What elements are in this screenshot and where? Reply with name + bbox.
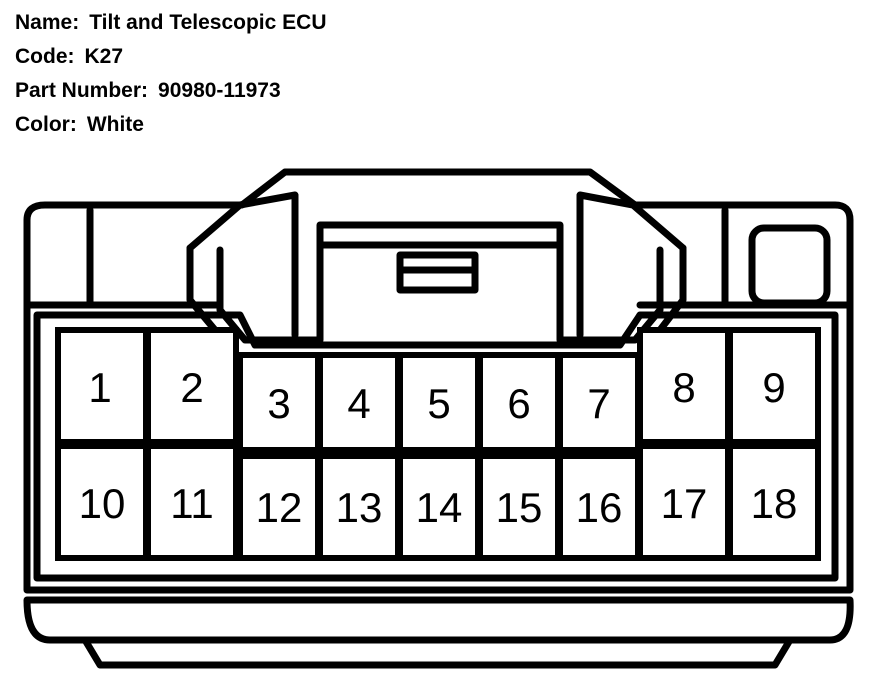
pin-label-17: 17 <box>661 480 708 527</box>
lock-lever <box>186 191 299 339</box>
lock-lever-right <box>576 191 687 339</box>
pin-cavity-4 <box>317 352 401 453</box>
pin-cavity-7 <box>557 352 641 453</box>
pin-row-1 <box>55 327 821 453</box>
housing-outline <box>23 168 854 594</box>
pin-label-10: 10 <box>79 480 126 527</box>
pin-label-5: 5 <box>427 380 450 427</box>
connector-info: Name: Tilt and Telescopic ECU Code: K27 Pa… <box>15 8 515 144</box>
part-number-value: 90980-11973 <box>158 79 281 102</box>
name-row: Name: Tilt and Telescopic ECU <box>15 8 515 42</box>
code-label: Code: <box>15 45 75 68</box>
pin-cavity-12 <box>237 453 321 561</box>
code-value: K27 <box>84 45 124 68</box>
pin-cavity-5 <box>397 352 481 453</box>
pin-cavity-9 <box>727 327 821 445</box>
name-label: Name: <box>15 11 80 34</box>
pin-cavity-6 <box>477 352 561 453</box>
pin-label-15: 15 <box>496 484 543 531</box>
pin-label-2: 2 <box>180 364 203 411</box>
pin-label-16: 16 <box>576 484 623 531</box>
pin-label-13: 13 <box>336 484 383 531</box>
pin-label-8: 8 <box>672 364 695 411</box>
color-row: Color: White <box>15 110 515 144</box>
pin-cavity-8 <box>637 327 731 445</box>
pin-cavity-18 <box>727 443 821 561</box>
pin-label-11: 11 <box>170 480 214 527</box>
bottom-flange <box>23 596 854 644</box>
name-value: Tilt and Telescopic ECU <box>89 11 327 34</box>
inner-frame <box>33 311 839 582</box>
part-number-label: Part Number: <box>15 79 149 102</box>
pin-label-9: 9 <box>762 364 785 411</box>
pin-label-12: 12 <box>256 484 303 531</box>
color-value: White <box>86 113 144 136</box>
part-number-row: Part Number: 90980-11973 <box>15 76 515 110</box>
lock-lever-inner-r <box>656 244 687 334</box>
code-row: Code: K27 <box>15 42 515 76</box>
key-box <box>748 224 831 307</box>
pin-label-3: 3 <box>267 380 290 427</box>
pin-label-14: 14 <box>416 484 463 531</box>
lock-lever-inner-left <box>216 221 664 344</box>
pin-row-2 <box>55 443 821 561</box>
pin-cavity-3 <box>237 352 321 453</box>
pin-label-6: 6 <box>507 380 530 427</box>
bottom-lip <box>81 636 794 669</box>
pin-label-18: 18 <box>751 480 798 527</box>
pin-cavity-1 <box>55 327 149 445</box>
lock-lever-inner <box>186 244 219 334</box>
pin-label-7: 7 <box>587 380 610 427</box>
color-label: Color: <box>15 113 77 136</box>
pin-label-1: 1 <box>88 364 111 411</box>
pin-label-4: 4 <box>347 380 370 427</box>
pin-cavity-2 <box>145 327 239 445</box>
pin-cavity-11 <box>145 443 239 561</box>
